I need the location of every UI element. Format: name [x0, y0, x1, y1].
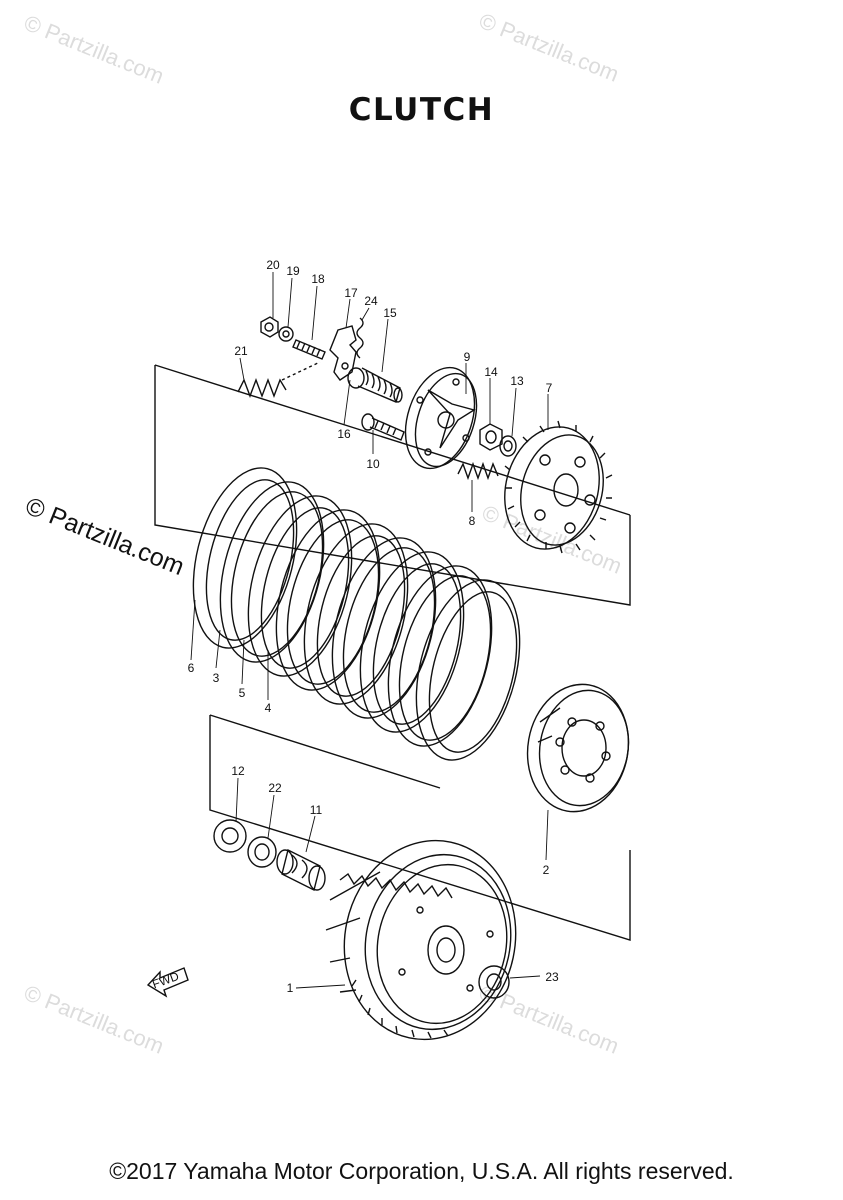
part-10-bolt	[361, 413, 405, 441]
callout-12: 12	[231, 764, 245, 778]
group-outline-lower-top	[209, 714, 441, 789]
callout-13: 13	[510, 374, 524, 388]
part-1-clutch-housing	[325, 839, 517, 1041]
part-18-screw	[292, 339, 326, 360]
part-20-nut	[260, 316, 279, 338]
part-9-pressure-plate	[404, 366, 478, 470]
fwd-label: FWD	[150, 969, 181, 992]
part-8-spring	[457, 461, 499, 481]
part-22-washer	[247, 836, 277, 868]
callout-11: 11	[310, 803, 323, 817]
callout-23: 23	[545, 970, 559, 984]
callout-4: 4	[265, 701, 272, 715]
part-2-pressure-disc	[526, 683, 630, 813]
part-6-friction-plate	[192, 467, 298, 649]
callout-20: 20	[266, 258, 280, 272]
callout-6: 6	[188, 661, 195, 675]
fwd-arrow-icon	[146, 967, 189, 998]
callout-3: 3	[213, 671, 220, 685]
callout-19: 19	[286, 264, 300, 278]
group-outline-upper-top	[154, 364, 631, 516]
part-21-spring	[237, 361, 321, 398]
plate-stack-rear	[303, 523, 521, 761]
callout-22: 22	[268, 781, 282, 795]
part-24-spring	[356, 317, 364, 359]
callout-8: 8	[469, 514, 476, 528]
part-23-washer	[478, 965, 510, 999]
callout-7: 7	[546, 381, 553, 395]
callout-21: 21	[234, 344, 248, 358]
callout-15: 15	[383, 306, 397, 320]
part-13-washer	[499, 435, 517, 457]
callout-16: 16	[337, 427, 351, 441]
diagram-title: CLUTCH	[348, 92, 495, 128]
callout-24: 24	[364, 294, 378, 308]
part-15-push-screw	[347, 367, 403, 403]
part-17-lever	[329, 325, 357, 381]
callout-17: 17	[344, 286, 358, 300]
group-outline-upper	[154, 365, 631, 606]
callout-2: 2	[543, 863, 550, 877]
group-outline-lower	[209, 715, 631, 941]
callout-9: 9	[464, 350, 471, 364]
part-19-washer	[278, 326, 294, 342]
callout-14: 14	[484, 365, 498, 379]
part-14-nut	[479, 423, 503, 451]
part-7-clutch-boss	[504, 420, 613, 554]
callout-5: 5	[239, 686, 246, 700]
callout-18: 18	[311, 272, 325, 286]
part-12-washer	[213, 819, 247, 853]
part-11-spacer	[276, 848, 326, 892]
copyright-footer: ©2017 Yamaha Motor Corporation, U.S.A. A…	[109, 1158, 734, 1184]
callout-10: 10	[366, 457, 380, 471]
callout-1: 1	[287, 981, 294, 995]
